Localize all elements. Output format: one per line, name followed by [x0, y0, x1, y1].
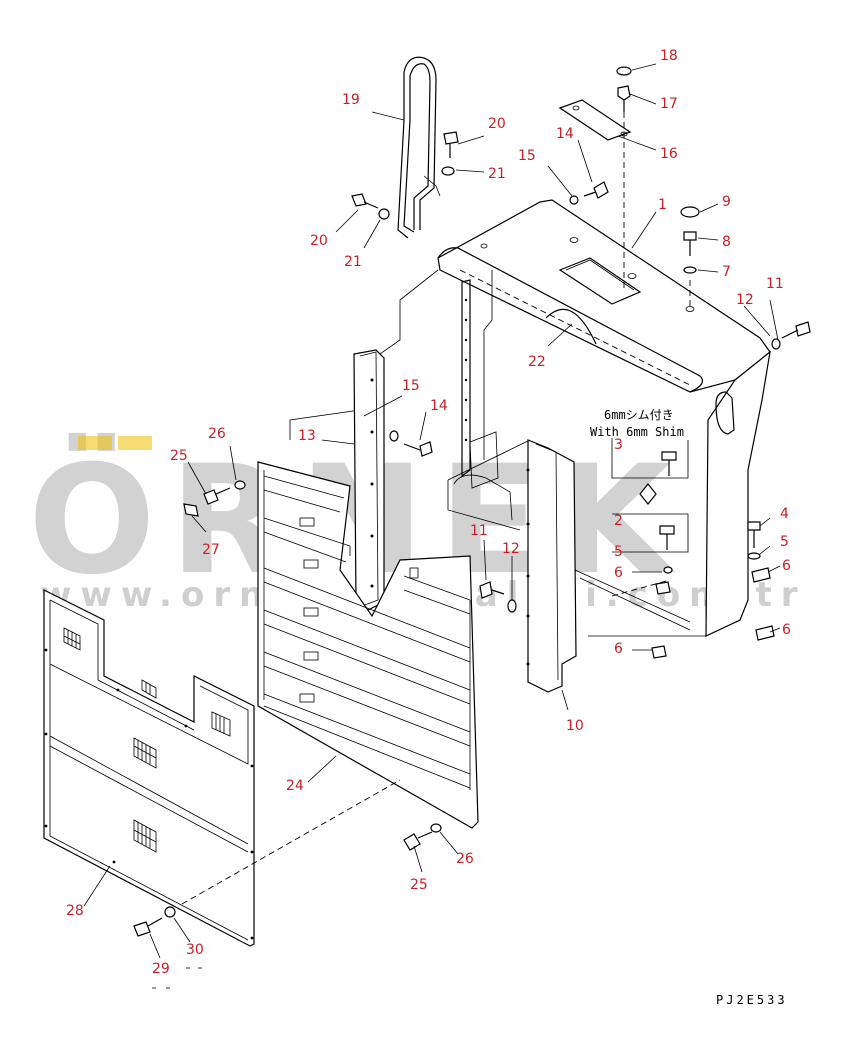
callout-26: 26	[208, 426, 226, 442]
callouts: 1 2 3 4 5 5 6 6 6 6 7 8 9 10 11 11 12 12…	[66, 48, 791, 977]
shim-note: 6mmシム付き With 6mm Shim	[590, 408, 689, 553]
callout-6: 6	[614, 565, 623, 581]
callout-10: 10	[566, 718, 584, 734]
callout-22: 22	[528, 354, 546, 370]
callout-20: 20	[488, 116, 506, 132]
louver-grille-24	[257, 461, 479, 829]
callout-9: 9	[722, 194, 731, 210]
callout-24: 24	[286, 778, 304, 794]
callout-25: 25	[410, 877, 428, 893]
callout-7: 7	[722, 264, 731, 280]
callout-20: 20	[310, 233, 328, 249]
callout-19: 19	[342, 92, 360, 108]
callout-1: 1	[658, 197, 667, 213]
callout-21: 21	[488, 166, 506, 182]
callout-2: 2	[614, 513, 623, 529]
alternate-arrow-icon	[639, 483, 657, 505]
scan-marks	[152, 967, 202, 989]
callout-4: 4	[780, 506, 789, 522]
assembly-lines	[181, 112, 691, 905]
hardware	[133, 66, 811, 937]
radiator-housing	[289, 199, 771, 637]
callout-17: 17	[660, 96, 678, 112]
callout-3: 3	[614, 437, 623, 453]
drawing-code: PJ2E533	[716, 993, 788, 1007]
callout-21: 21	[344, 254, 362, 270]
callout-27: 27	[202, 542, 220, 558]
callout-30: 30	[186, 942, 204, 958]
callout-8: 8	[722, 234, 731, 250]
callout-29: 29	[152, 961, 170, 977]
callout-13: 13	[298, 428, 316, 444]
watermark-dot-left	[78, 436, 112, 450]
callout-28: 28	[66, 903, 84, 919]
callout-12: 12	[502, 541, 520, 557]
callout-14: 14	[556, 126, 574, 142]
callout-25: 25	[170, 448, 188, 464]
callout-6: 6	[614, 641, 623, 657]
callout-6: 6	[782, 558, 791, 574]
callout-18: 18	[660, 48, 678, 64]
callout-16: 16	[660, 146, 678, 162]
mesh-screen-28	[43, 589, 255, 947]
callout-15: 15	[402, 378, 420, 394]
side-column-13	[353, 349, 385, 613]
side-cover-10	[526, 439, 577, 693]
callout-5: 5	[614, 544, 623, 560]
handrail	[397, 56, 441, 239]
callout-12: 12	[736, 292, 754, 308]
callout-14: 14	[430, 398, 448, 414]
callout-5: 5	[780, 534, 789, 550]
callout-11: 11	[470, 523, 488, 539]
callout-15: 15	[518, 148, 536, 164]
callout-6: 6	[782, 622, 791, 638]
callout-11: 11	[766, 276, 784, 292]
watermark-dot-right	[118, 436, 152, 450]
callout-26: 26	[456, 851, 474, 867]
shim-note-en: With 6mm Shim	[590, 425, 684, 439]
leader-lines	[83, 63, 781, 959]
shim-note-jp: 6mmシム付き	[604, 408, 674, 422]
